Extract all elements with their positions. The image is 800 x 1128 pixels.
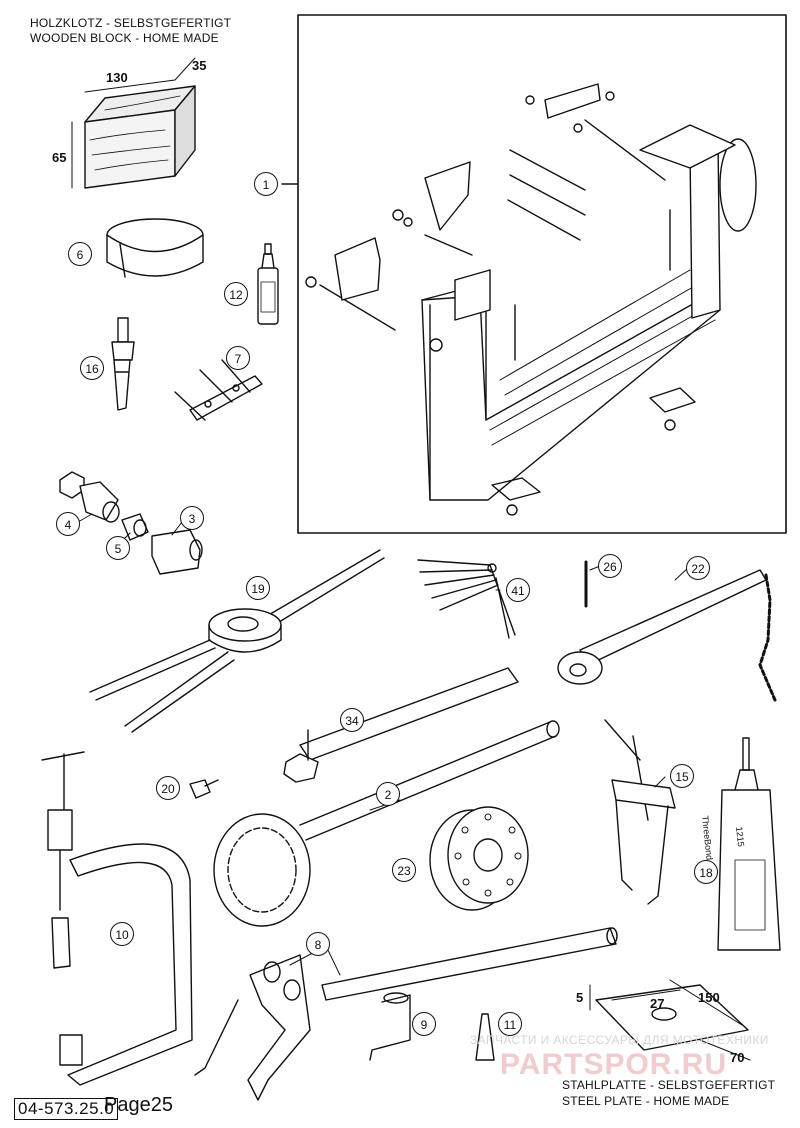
plate-title-de: STAHLPLATTE - SELBSTGEFERTIGT: [562, 1078, 776, 1092]
callout-19: 19: [246, 576, 270, 600]
callout-23: 23: [392, 858, 416, 882]
engine-stand: [305, 83, 757, 516]
clutch-holder: [213, 720, 560, 927]
bent-tool-9: [369, 992, 411, 1061]
loctite-bottle: [257, 243, 279, 325]
watermark-brand: PARTSPOR.RU: [500, 1048, 728, 1081]
clamp-ring: [106, 218, 204, 278]
two-arm-puller: [604, 719, 676, 905]
callout-12: 12: [224, 282, 248, 306]
bearing-puller-set: [59, 471, 203, 575]
engine-stand-frame-box: [297, 14, 787, 534]
watermark-tagline: ЗАПЧАСТИ И АКСЕССУАРЫ ДЛЯ МОТОТЕХНИКИ: [470, 1033, 769, 1047]
rotor-puller: [429, 806, 529, 911]
threebond-tube: [717, 737, 781, 951]
callout-16: 16: [80, 356, 104, 380]
wood-dim-35: 35: [192, 58, 207, 73]
screw-20: [189, 779, 219, 799]
plate-dim-5: 5: [576, 990, 584, 1005]
callout-6: 6: [68, 242, 92, 266]
callout-2: 2: [376, 782, 400, 806]
nozzle-11: [475, 1013, 495, 1061]
callout-3: 3: [180, 506, 204, 530]
chain-wrench: [557, 569, 777, 702]
callout-26: 26: [598, 554, 622, 578]
callout-11: 11: [498, 1012, 522, 1036]
slide-hammer-puller: [111, 317, 135, 411]
crankshaft-locking-bar: [174, 359, 263, 421]
plate-dim-70: 70: [730, 1050, 745, 1065]
hex-key-set: [417, 559, 516, 639]
steel-plate: [589, 979, 751, 1061]
leader-lines: [77, 513, 689, 976]
wood-dim-130: 130: [106, 70, 128, 85]
document-code: 04-573.25.0: [14, 1098, 119, 1120]
callout-22: 22: [686, 556, 710, 580]
page-number: Page25: [104, 1094, 173, 1116]
callout-41: 41: [506, 578, 530, 602]
wood-dim-65: 65: [52, 150, 67, 165]
callout-7: 7: [226, 346, 250, 370]
wooden-block: [71, 57, 196, 189]
wood-title-en: WOODEN BLOCK - HOME MADE: [30, 31, 219, 45]
plate-dim-27: 27: [650, 996, 665, 1011]
callout-20: 20: [156, 776, 180, 800]
callout-5: 5: [106, 536, 130, 560]
engine-bracket-bar: [194, 927, 618, 1101]
holding-wrench-34: [283, 667, 519, 783]
plate-dim-150: 150: [698, 990, 720, 1005]
callout-9: 9: [412, 1012, 436, 1036]
callout-10: 10: [110, 922, 134, 946]
flywheel-puller: [89, 549, 385, 733]
callout-18: 18: [694, 860, 718, 884]
callout-1: 1: [254, 172, 278, 196]
tube-number-label: 1215: [734, 826, 747, 848]
callout-4: 4: [56, 512, 80, 536]
wood-title-de: HOLZKLOTZ - SELBSTGEFERTIGT: [30, 16, 232, 30]
valve-spring-compressor: [41, 751, 193, 1086]
plate-title-en: STEEL PLATE - HOME MADE: [562, 1094, 730, 1108]
callout-34: 34: [340, 708, 364, 732]
callout-8: 8: [306, 932, 330, 956]
callout-15: 15: [670, 764, 694, 788]
